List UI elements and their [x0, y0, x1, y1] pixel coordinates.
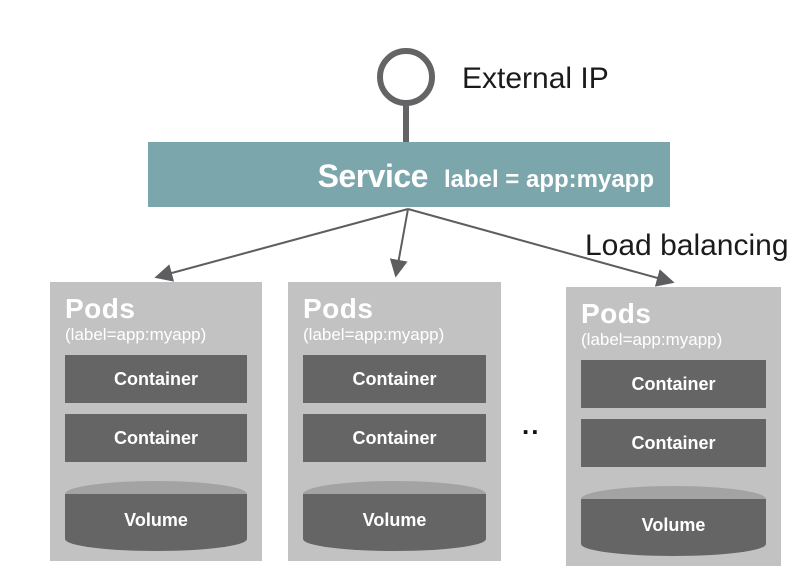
- volume-cylinder-bottom: [581, 532, 766, 557]
- service-box: Service label = app:myapp: [148, 142, 670, 207]
- arrow-service-to-pod-1: [154, 208, 409, 282]
- container-label: Container: [113, 427, 198, 448]
- pod-title: Pods: [303, 293, 374, 324]
- service-title: Service: [317, 158, 429, 194]
- pod-selector-label: (label=app:myapp): [303, 325, 445, 345]
- container-box: Container: [581, 419, 766, 468]
- load-balancing-label: Load balancing: [585, 229, 789, 262]
- volume-cylinder: Volume: [65, 481, 247, 552]
- pod-selector-label: (label=app:myapp): [65, 325, 207, 345]
- pod-box-1: Pods (label=app:myapp) Container Contain…: [50, 282, 262, 561]
- pod-selector-label: (label=app:myapp): [581, 330, 723, 350]
- container-box: Container: [65, 414, 247, 463]
- service-selector-label: label = app:myapp: [443, 166, 654, 193]
- container-box: Container: [581, 360, 766, 409]
- volume-cylinder-bottom: [65, 527, 247, 552]
- pod-title: Pods: [581, 298, 652, 329]
- pod-title: Pods: [65, 293, 136, 324]
- volume-label: Volume: [124, 509, 188, 530]
- volume-cylinder: Volume: [581, 486, 766, 557]
- container-label: Container: [352, 427, 437, 448]
- container-box: Container: [303, 355, 486, 404]
- volume-label: Volume: [362, 509, 427, 530]
- container-label: Container: [352, 368, 437, 389]
- more-pods-ellipsis: ..: [522, 410, 541, 440]
- container-label: Container: [631, 432, 716, 453]
- external-ip-circle-icon: [377, 48, 435, 106]
- container-box: Container: [65, 355, 247, 404]
- pod-box-2: Pods (label=app:myapp) Container Contain…: [288, 282, 501, 561]
- volume-cylinder-bottom: [303, 527, 486, 552]
- container-box: Container: [303, 414, 486, 463]
- container-label: Container: [631, 373, 716, 394]
- container-label: Container: [113, 368, 198, 389]
- volume-cylinder: Volume: [303, 481, 486, 552]
- pod-box-3: Pods (label=app:myapp) Container Contain…: [566, 287, 781, 566]
- arrow-service-to-pod-2: [389, 208, 409, 278]
- external-ip-label: External IP: [462, 62, 609, 95]
- volume-label: Volume: [641, 514, 706, 535]
